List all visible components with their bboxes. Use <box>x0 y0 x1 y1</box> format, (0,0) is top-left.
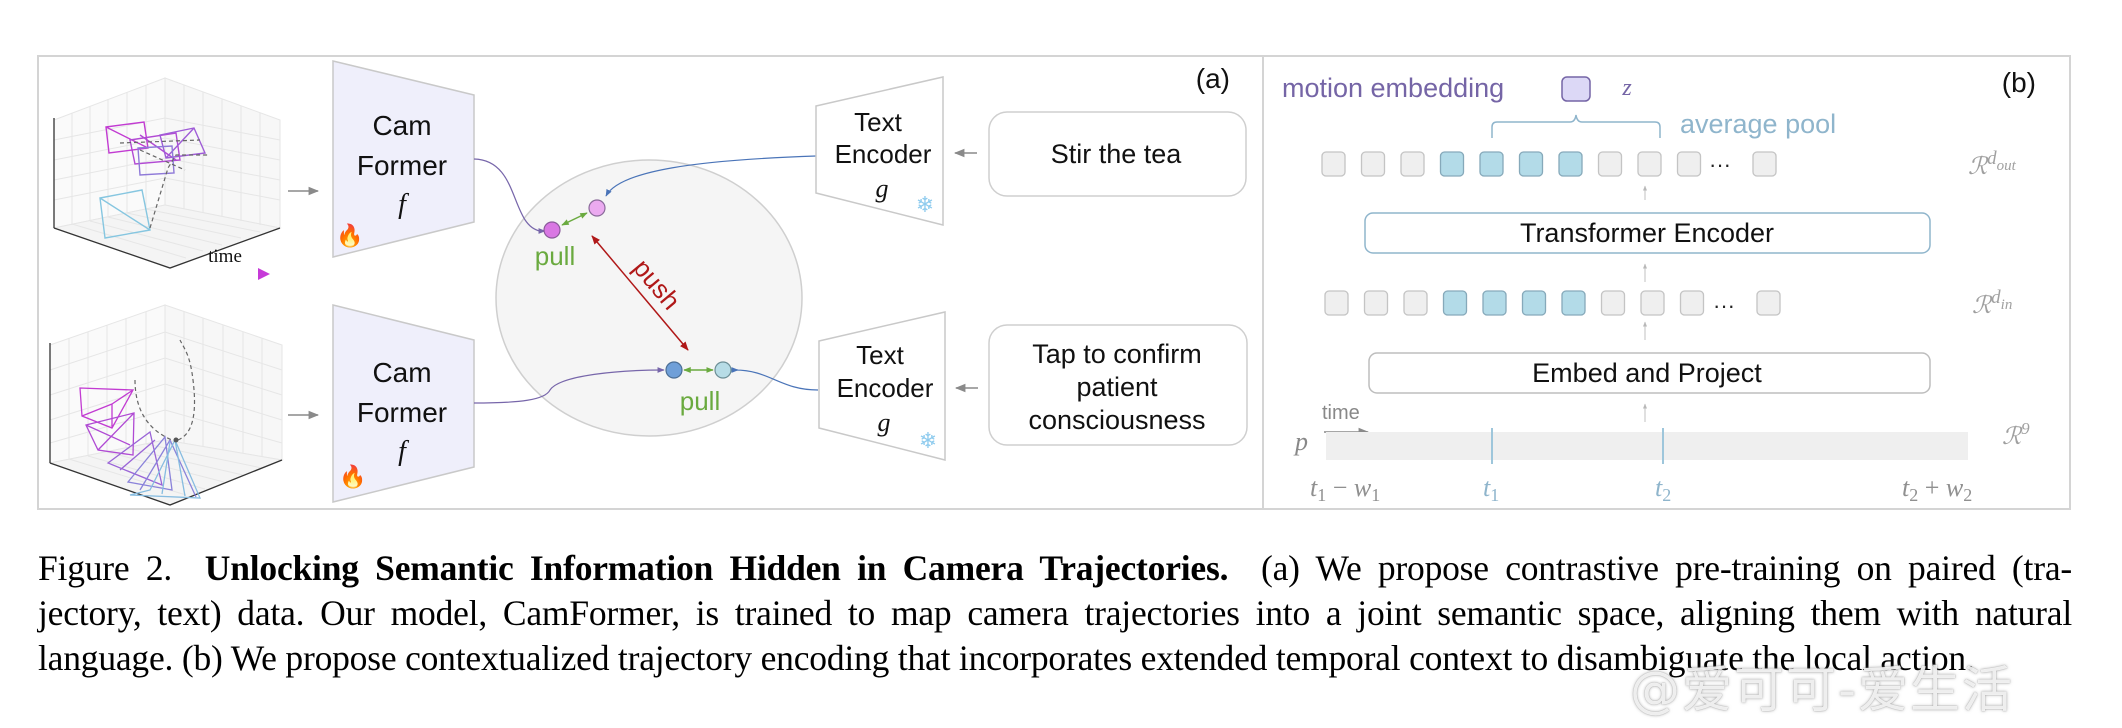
output-space-label: ℛdout <box>1968 148 2017 180</box>
fire-icon: 🔥 <box>339 464 366 489</box>
timeline-label-start: t1 − w1 <box>1310 473 1380 505</box>
text-encoder-symbol: g <box>876 174 889 203</box>
camformer-label-line2: Former <box>357 150 447 181</box>
average-pool-label: average pool <box>1680 109 1836 139</box>
text-encoder-label-line1: Text <box>856 340 904 370</box>
caption-figure-number: Figure 2. <box>38 548 173 588</box>
token <box>1597 151 1623 177</box>
text-embedding-dot-bottom <box>714 361 732 379</box>
token <box>1640 290 1665 316</box>
token <box>1363 290 1389 316</box>
timeline-label-end: t2 + w2 <box>1902 473 1972 505</box>
text-input-line: Tap to confirm <box>1032 339 1202 369</box>
motion-embedding-z-box <box>1561 76 1591 102</box>
token-ellipsis: ··· <box>1709 152 1731 177</box>
trajectory-embedding-dot-bottom <box>665 361 683 379</box>
token <box>1600 290 1626 316</box>
connector-textencoder-top <box>605 155 817 197</box>
token-highlighted <box>1558 151 1583 177</box>
average-pool-bracket <box>1491 114 1661 138</box>
text-encoder-bottom: Text Encoder g ❄ <box>818 311 946 461</box>
camformer-symbol: f <box>398 436 409 467</box>
pull-arrow-top <box>561 212 588 226</box>
connector-textencoder-bottom <box>731 367 819 391</box>
connector-camformer-top <box>473 158 546 234</box>
trajectory-embedding-dot-top <box>543 221 561 239</box>
camformer-label-line2: Former <box>357 397 447 428</box>
time-legend-label: time <box>208 246 242 267</box>
timeline-time-label: time <box>1322 402 1360 424</box>
text-encoder-label-line2: Encoder <box>835 139 932 169</box>
text-input-line: Stir the tea <box>1051 139 1183 169</box>
input-token-row <box>1324 290 1781 316</box>
camformer-encoder-bottom: Cam Former f 🔥 <box>332 304 475 503</box>
text-encoder-label-line2: Encoder <box>837 373 934 403</box>
panel-b-label: (b) <box>2002 67 2036 98</box>
token-highlighted <box>1479 151 1504 177</box>
token-highlighted <box>1521 290 1547 316</box>
embed-project-box <box>1368 352 1931 394</box>
push-arrow <box>591 235 689 351</box>
embed-project-label: Embed and Project <box>1532 358 1762 388</box>
snowflake-icon: ❄ <box>919 428 937 453</box>
joint-embedding-space: pull pull push <box>473 155 819 437</box>
text-encoder-top: Text Encoder g ❄ <box>815 76 944 226</box>
caption-line-1: Figure 2. Unlocking Semantic Information… <box>38 546 2072 591</box>
camformer-label-line1: Cam <box>372 110 431 141</box>
camformer-symbol: f <box>398 189 409 220</box>
figure-caption: Figure 2. Unlocking Semantic Information… <box>38 546 2072 681</box>
text-embedding-dot-top <box>588 199 606 217</box>
token <box>1321 151 1346 177</box>
timeline-label-t1: t1 <box>1483 473 1499 505</box>
token-highlighted <box>1439 151 1465 177</box>
caption-title: Unlocking Semantic Information Hidden in… <box>204 548 1229 588</box>
text-encoder-symbol: g <box>878 408 891 437</box>
fire-icon: 🔥 <box>336 223 363 248</box>
transformer-encoder-box <box>1364 212 1931 254</box>
token <box>1752 151 1777 177</box>
token-ellipsis: ··· <box>1713 293 1735 318</box>
watermark: @爱可可-爱生活 <box>1630 661 2015 719</box>
figure-diagram: (a) time <box>37 55 2071 510</box>
output-token-row <box>1321 151 1777 177</box>
token-highlighted <box>1561 290 1586 316</box>
transformer-encoder-label: Transformer Encoder <box>1520 218 1774 248</box>
token <box>1403 290 1428 316</box>
token <box>1756 290 1781 316</box>
text-input-line: consciousness <box>1028 405 1205 435</box>
token <box>1679 290 1705 316</box>
token <box>1324 290 1349 316</box>
trajectory-timeline-bar <box>1326 432 1968 460</box>
motion-embedding-label: motion embedding <box>1282 73 1504 103</box>
text-input-top: Stir the tea <box>988 111 1247 197</box>
panel-a-label: (a) <box>1196 63 1230 94</box>
pull-label-bottom: pull <box>680 386 720 416</box>
camformer-encoder-top: Cam Former f 🔥 <box>332 60 475 258</box>
token <box>1676 151 1702 177</box>
timeline-label-t2: t2 <box>1655 473 1671 505</box>
snowflake-icon: ❄ <box>916 192 934 217</box>
token <box>1637 151 1662 177</box>
camformer-label-line1: Cam <box>372 357 431 388</box>
trajectory-plot-bottom <box>48 304 284 506</box>
text-encoder-label-line1: Text <box>854 107 902 137</box>
caption-line-2: jectory, text) data. Our model, CamForme… <box>38 593 2072 633</box>
text-input-line: patient <box>1076 372 1158 402</box>
z-symbol: z <box>1621 75 1632 101</box>
caption-text: (a) We propose contrastive pre-training … <box>1260 548 2072 588</box>
input-space-label: ℛdin <box>1972 287 2012 319</box>
pull-label-top: pull <box>535 241 575 271</box>
caption-line-3: language. (b) We propose contextualized … <box>38 638 1975 678</box>
token <box>1360 151 1386 177</box>
connector-camformer-bottom <box>473 367 665 404</box>
token-highlighted <box>1518 151 1544 177</box>
text-input-bottom: Tap to confirm patient consciousness <box>988 324 1248 446</box>
trajectory-plot-top: time <box>52 77 282 280</box>
token-highlighted <box>1482 290 1507 316</box>
token <box>1400 151 1425 177</box>
token-highlighted <box>1442 290 1468 316</box>
raw-space-label: ℛ9 <box>2002 419 2030 450</box>
trajectory-p-symbol: p <box>1293 427 1308 456</box>
